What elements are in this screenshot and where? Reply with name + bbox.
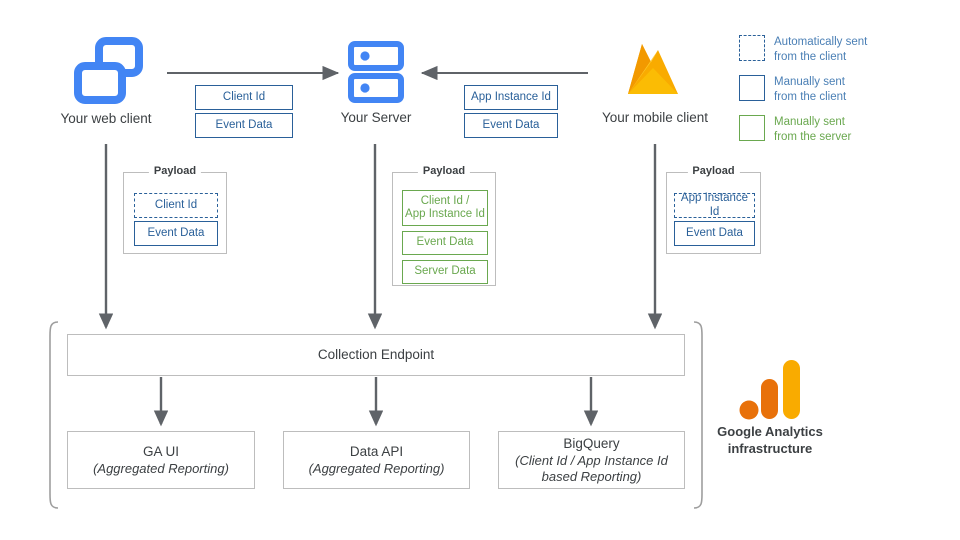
web-client-icon xyxy=(74,37,143,104)
infrastructure-bracket-left xyxy=(49,321,59,509)
legend-label-manual-client: Manually sent from the client xyxy=(774,76,847,103)
firebase-flame-icon xyxy=(628,44,678,94)
web-client-label: Your web client xyxy=(60,111,152,126)
transfer-chip-client-id: Client Id xyxy=(195,85,293,110)
payload-server-item-server-data: Server Data xyxy=(402,260,488,284)
payload-mobile: Payload App Instance Id Event Data xyxy=(666,165,761,254)
legend-label-automatic-client: Automatically sent from the client xyxy=(774,36,868,63)
collection-endpoint-box: Collection Endpoint xyxy=(67,334,685,376)
payload-mobile-item-event-data: Event Data xyxy=(674,221,755,246)
payload-server: Payload Client Id / App Instance Id Even… xyxy=(392,165,496,286)
payload-server-item-id: Client Id / App Instance Id xyxy=(402,190,488,226)
payload-server-title: Payload xyxy=(417,165,471,177)
collection-endpoint-label: Collection Endpoint xyxy=(317,347,435,363)
payload-mobile-title: Payload xyxy=(687,165,740,177)
payload-web: Payload Client Id Event Data xyxy=(123,165,227,254)
google-analytics-caption: Google Analytics infrastructure xyxy=(717,424,823,456)
legend-label-manual-server: Manually sent from the server xyxy=(774,116,852,143)
legend-item-automatic-client: Automatically sent from the client xyxy=(739,35,867,64)
output-box-ga-ui: GA UI (Aggregated Reporting) xyxy=(67,431,255,489)
output-title-bigquery: BigQuery xyxy=(563,435,620,451)
infrastructure-bracket-right xyxy=(693,321,703,509)
transfer-chip-event-data-mobile: Event Data xyxy=(464,113,558,138)
server-icon xyxy=(348,41,404,103)
payload-web-item-client-id: Client Id xyxy=(134,193,218,218)
output-title-ga-ui: GA UI xyxy=(142,444,179,460)
google-analytics-logo-icon xyxy=(739,360,800,420)
payload-mobile-item-app-instance-id: App Instance Id xyxy=(674,192,755,218)
output-title-data-api: Data API xyxy=(349,444,404,460)
legend-swatch-solid-green xyxy=(739,115,765,141)
legend-item-manual-client: Manually sent from the client xyxy=(739,75,846,104)
payload-web-title: Payload xyxy=(148,165,202,177)
payload-server-item-event-data: Event Data xyxy=(402,231,488,255)
legend-item-manual-server: Manually sent from the server xyxy=(739,115,851,144)
legend-swatch-solid-blue xyxy=(739,75,765,101)
output-subtitle-ga-ui: (Aggregated Reporting) xyxy=(93,460,229,476)
output-box-data-api: Data API (Aggregated Reporting) xyxy=(283,431,470,489)
server-label: Your Server xyxy=(340,110,412,125)
output-box-bigquery: BigQuery (Client Id / App Instance Id ba… xyxy=(498,431,685,489)
output-subtitle-data-api: (Aggregated Reporting) xyxy=(308,460,445,476)
transfer-chip-event-data: Event Data xyxy=(195,113,293,138)
mobile-client-label: Your mobile client xyxy=(601,110,709,125)
output-subtitle-bigquery: (Client Id / App Instance Id based Repor… xyxy=(515,452,668,484)
transfer-chip-app-instance-id: App Instance Id xyxy=(464,85,558,110)
legend-swatch-dashed-blue xyxy=(739,35,765,61)
payload-web-item-event-data: Event Data xyxy=(134,221,218,246)
